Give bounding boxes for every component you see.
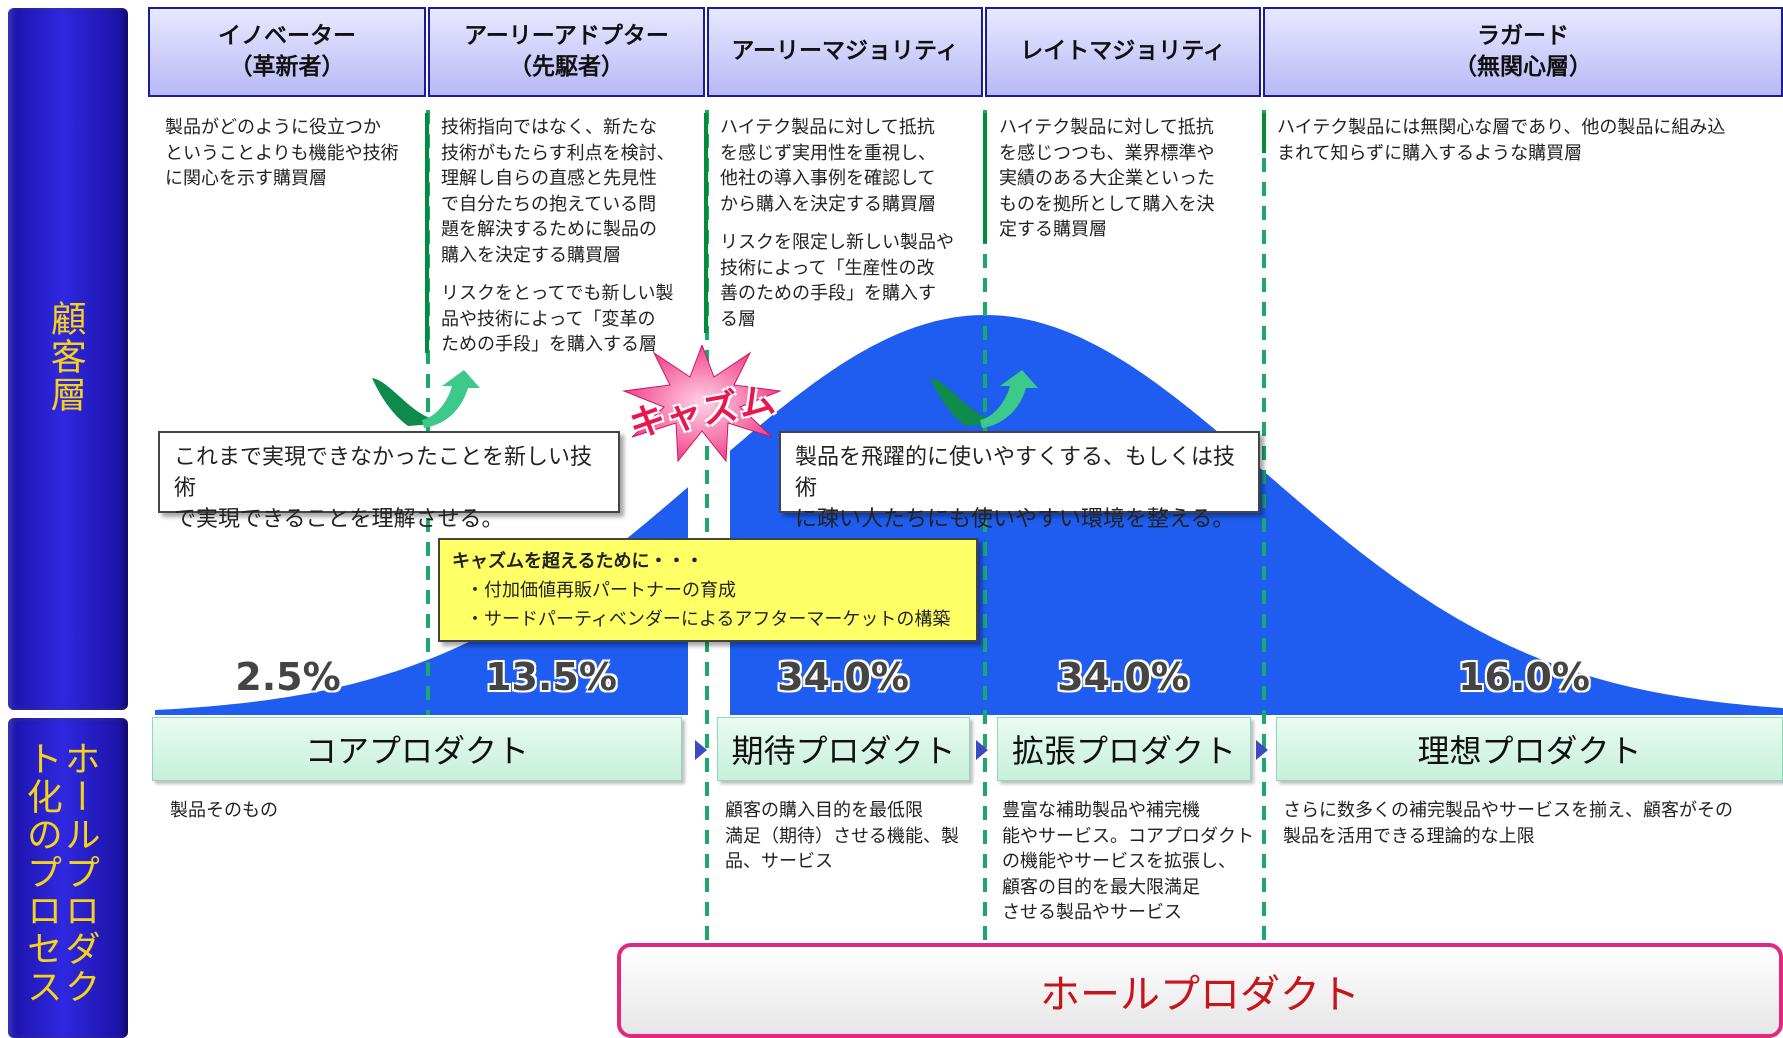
- header-early-majority: アーリーマジョリティ: [707, 7, 983, 97]
- desc-innovators: 製品がどのように役立つか ということよりも機能や技術 に関心を示す購買層: [165, 117, 399, 190]
- pct-laggards: 16.0%: [1458, 655, 1590, 699]
- chasm-strategy-title: キャズムを超えるために・・・: [452, 551, 704, 572]
- chasm-strategy-item: ・サードパーティベンダーによるアフターマーケットの構築: [466, 608, 951, 630]
- chasm-burst-icon: [622, 345, 782, 463]
- desc-marker-2: [425, 113, 429, 353]
- arrow-right-icon: [695, 740, 707, 760]
- desc-early-majority: ハイテク製品に対して抵抗 を感じず実用性を重視し、 他社の導入事例を確認して か…: [720, 117, 936, 215]
- customer-layer-bar: [8, 8, 128, 710]
- desc-marker-3: [704, 113, 708, 333]
- desc-marker-4: [983, 113, 987, 243]
- desc-laggards: ハイテク製品には無関心な層であり、他の製品に組み込 まれて知らずに購入するような…: [1277, 117, 1726, 164]
- process-bar: [8, 718, 128, 1038]
- product-ideal: 理想プロダクト: [1276, 717, 1783, 781]
- desc-early-majority-extra: リスクを限定し新しい製品や 技術によって「生産性の改 善のための手段」を購入す …: [720, 232, 954, 330]
- callout-left: これまで実現できなかったことを新しい技術 で実現できることを理解させる。: [158, 431, 620, 532]
- product-expected-desc: 顧客の購入目的を最低限 満足（期待）させる機能、製 品、サービス: [725, 800, 959, 873]
- arrow-right-icon: [1256, 740, 1268, 760]
- desc-late-majority: ハイテク製品に対して抵抗 を感じつつも、業界標準や 実績のある大企業といった も…: [999, 117, 1215, 241]
- chasm-strategy-box: キャズムを超えるために・・・ ・付加価値再販パートナーの育成 ・サードパーティベ…: [438, 538, 978, 642]
- desc-marker-5: [1262, 113, 1266, 153]
- header-early-adopters: アーリーアドプター （先駆者）: [428, 7, 705, 97]
- product-ideal-desc: さらに数多くの補完製品やサービスを揃え、顧客がその 製品を活用できる理論的な上限: [1283, 800, 1733, 847]
- pct-early-majority: 34.0%: [777, 655, 909, 699]
- desc-early-adopters-extra: リスクをとってでも新しい製 品や技術によって「変革の ための手段」を購入する層: [441, 283, 674, 356]
- header-innovators: イノベーター （革新者）: [148, 7, 426, 97]
- customer-layer-label: 顧客層: [44, 300, 86, 414]
- pct-innovators: 2.5%: [235, 655, 341, 699]
- product-expected: 期待プロダクト: [717, 717, 970, 781]
- pct-early-adopters: 13.5%: [485, 655, 617, 699]
- callout-right: 製品を飛躍的に使いやすくする、もしくは技術 に疎い人たちにも使いやすい環境を整え…: [779, 431, 1260, 532]
- header-late-majority: レイトマジョリティ: [985, 7, 1261, 97]
- whole-product-box: ホールプロダクト: [617, 943, 1783, 1038]
- arrow-icon-left: [372, 370, 480, 428]
- process-label: ホールプロダクト化のプロセス: [20, 740, 100, 1006]
- product-core: コアプロダクト: [152, 717, 682, 781]
- product-augmented-desc: 豊富な補助製品や補完機 能やサービス。コアプロダクト の機能やサービスを拡張し、…: [1002, 800, 1254, 924]
- pct-late-majority: 34.0%: [1057, 655, 1189, 699]
- arrow-icon-right: [930, 370, 1038, 428]
- arrow-right-icon: [976, 740, 988, 760]
- chasm-strategy-item: ・付加価値再販パートナーの育成: [466, 579, 736, 601]
- product-augmented: 拡張プロダクト: [997, 717, 1251, 781]
- product-core-desc: 製品そのもの: [170, 800, 278, 821]
- header-laggards: ラガード （無関心層）: [1263, 7, 1783, 97]
- desc-early-adopters: 技術指向ではなく、新たな 技術がもたらす利点を検討、 理解し自らの直感と先見性 …: [441, 117, 675, 266]
